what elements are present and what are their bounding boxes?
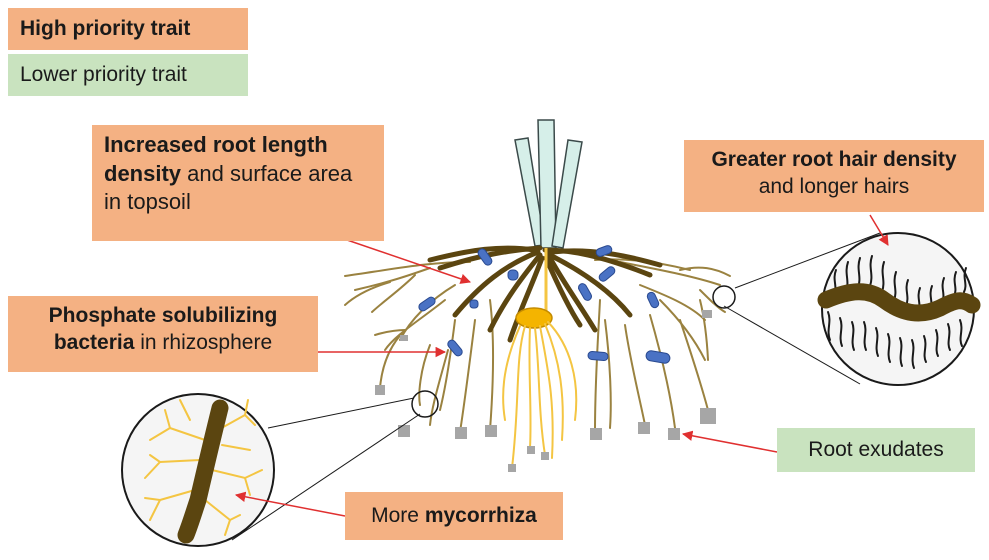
label-phosphate-bacteria: Phosphate solubilizing bacteria in rhizo… xyxy=(8,296,318,372)
mycorrhiza-plain: More xyxy=(371,504,425,527)
exudate-square xyxy=(541,452,549,460)
legend-low-priority: Lower priority trait xyxy=(8,54,248,96)
zoom-marker-small xyxy=(713,286,735,308)
exudate-square xyxy=(527,446,535,454)
bacterium xyxy=(577,282,593,302)
label-root-exudates: Root exudates xyxy=(777,428,975,472)
exudate-square xyxy=(485,425,497,437)
label-mycorrhiza: More mycorrhiza xyxy=(345,492,563,540)
exudate-square xyxy=(375,385,385,395)
yellow-fibrous-roots xyxy=(503,322,576,468)
exudate-square xyxy=(700,408,716,424)
plant-shoot xyxy=(515,120,582,248)
root-nodule xyxy=(516,308,552,328)
root-hair-bold: Greater root hair density xyxy=(688,146,980,173)
exudate-square xyxy=(400,335,408,341)
label-root-hair-density: Greater root hair density and longer hai… xyxy=(684,140,984,212)
bacterium xyxy=(646,291,660,309)
bacterium xyxy=(588,351,609,361)
exudate-square xyxy=(508,464,516,472)
bacterium xyxy=(470,300,478,308)
exudate-square xyxy=(398,425,410,437)
arrow-exudates xyxy=(683,434,777,452)
exudate-square xyxy=(702,310,712,318)
label-root-length-density: Increased root length density and surfac… xyxy=(92,125,384,241)
leaf-right xyxy=(552,140,582,248)
psb-rest: in rhizosphere xyxy=(134,331,272,354)
bacterium xyxy=(598,265,617,283)
bacterium xyxy=(446,339,464,358)
bacterium xyxy=(508,270,518,280)
mycorrhiza-bold: mycorrhiza xyxy=(425,504,537,527)
exudate-square xyxy=(668,428,680,440)
exudate-square xyxy=(590,428,602,440)
leaf-center xyxy=(538,120,556,248)
exudate-square xyxy=(455,427,467,439)
bacterium xyxy=(645,350,670,364)
root-hair-zoom xyxy=(713,233,974,385)
legend-high-priority: High priority trait xyxy=(8,8,248,50)
root-hair-rest: and longer hairs xyxy=(688,173,980,200)
exudate-square xyxy=(638,422,650,434)
